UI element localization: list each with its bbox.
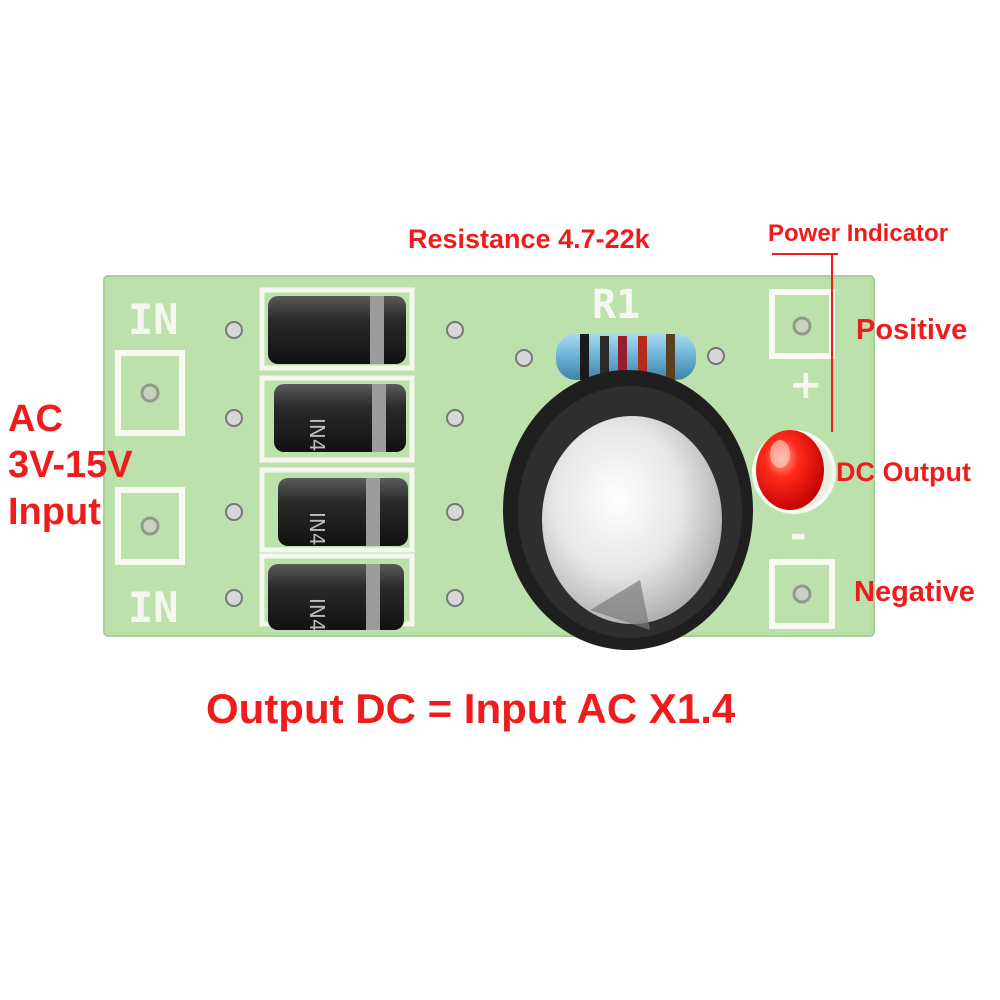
- resistance-label: Resistance 4.7-22k: [408, 224, 650, 254]
- ac-input-line-2: 3V-15V: [8, 444, 133, 487]
- power-indicator-label: Power Indicator: [768, 220, 949, 247]
- resistor-r1: [515, 334, 725, 380]
- silkscreen-in-top: IN: [128, 295, 179, 344]
- input-pad-top: [115, 350, 185, 436]
- svg-text:IN4: IN4: [305, 418, 329, 452]
- positive-label: Positive: [856, 314, 968, 346]
- svg-text:IN4: IN4: [305, 512, 329, 546]
- silkscreen-r1: R1: [592, 282, 640, 328]
- power-indicator-led: [752, 430, 836, 514]
- power-indicator-leader-line: [772, 253, 838, 432]
- silkscreen-plus: +: [789, 362, 823, 408]
- ac-input-line-1: AC: [8, 398, 63, 440]
- diode-3: IN4: [225, 478, 464, 546]
- input-pad-bottom: [115, 487, 185, 565]
- silkscreen-minus: -: [790, 512, 807, 558]
- dc-output-label: DC Output: [836, 457, 971, 487]
- silkscreen-in-bottom: IN: [128, 583, 179, 632]
- ac-input-label: AC 3V-15V Input: [8, 396, 133, 535]
- electrolytic-capacitor: [503, 370, 753, 650]
- svg-text:IN4: IN4: [305, 598, 329, 632]
- formula-caption: Output DC = Input AC X1.4: [206, 685, 736, 732]
- diode-4: IN4: [225, 564, 464, 632]
- negative-label: Negative: [854, 576, 975, 608]
- ac-input-line-3: Input: [8, 490, 101, 533]
- diode-1: [225, 296, 464, 364]
- diode-2: IN4: [225, 384, 464, 452]
- output-pad-negative: [769, 559, 835, 629]
